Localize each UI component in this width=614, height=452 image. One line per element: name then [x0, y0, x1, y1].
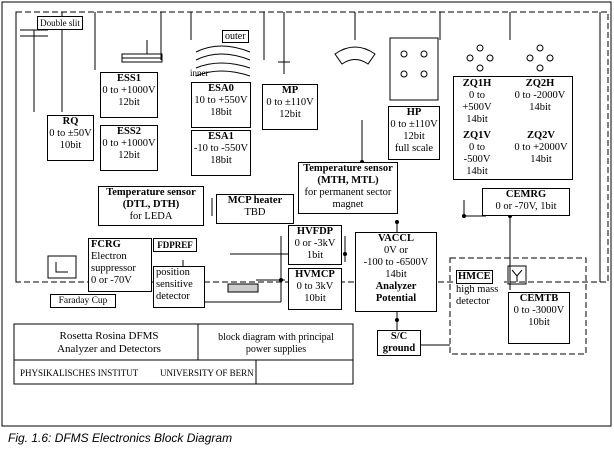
faraday-cup-label: Faraday Cup — [50, 294, 116, 308]
hp-quadrupole-icon — [389, 37, 439, 101]
figure-caption: Fig. 1.6: DFMS Electronics Block Diagram — [8, 431, 233, 445]
zq1-quadrupole-icon — [466, 44, 494, 72]
mp-electrode-icon — [278, 54, 290, 74]
mcp-detector-icon — [227, 283, 259, 293]
double-slit-electrode-icon — [20, 29, 48, 37]
esa-plates-icon — [195, 45, 251, 77]
title-block-institute: PHYSIKALISCHES INSTITUT — [20, 368, 139, 378]
temp-sensor-mth-block: Temperature sensor(MTH, MTL)for permanen… — [298, 162, 398, 214]
outer-label: outer — [222, 30, 249, 43]
double-slit-label: Double slit — [37, 16, 83, 30]
title-block-university: UNIVERSITY OF BERN — [160, 368, 254, 378]
temp-sensor-dtl-block: Temperature sensor(DTL, DTH)for LEDA — [98, 186, 204, 226]
zq2-quadrupole-icon — [526, 44, 554, 72]
ess-electrode-icon — [121, 40, 163, 63]
magnet-sector-icon — [334, 46, 376, 65]
zq-group-frame — [453, 76, 573, 180]
cemtb-detector-icon — [507, 265, 527, 285]
faraday-cup-icon — [47, 255, 77, 279]
inner-label: inner — [190, 68, 209, 78]
fdpref-block: FDPREF — [153, 238, 197, 252]
